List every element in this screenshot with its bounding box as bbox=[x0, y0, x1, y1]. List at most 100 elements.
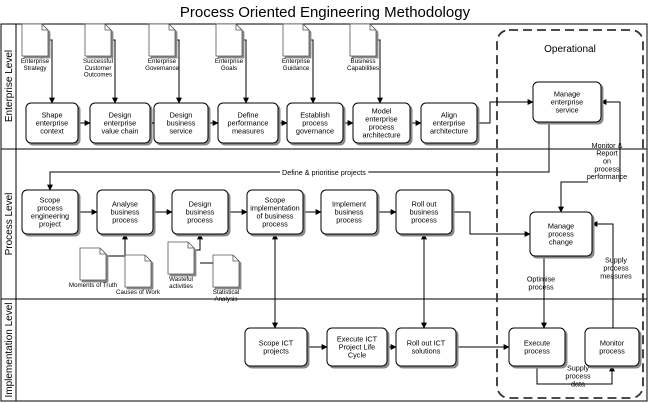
connector-arrow bbox=[558, 181, 588, 213]
document-label: Moments of Truth bbox=[69, 282, 118, 289]
connector-arrow bbox=[242, 39, 249, 104]
connector-arrow bbox=[309, 39, 316, 104]
operational-region: Operational bbox=[496, 29, 644, 399]
process-box[interactable] bbox=[246, 189, 304, 235]
process-box[interactable] bbox=[508, 327, 566, 367]
document-causes-of-work: Causes of Work bbox=[116, 254, 161, 296]
process-box[interactable] bbox=[171, 189, 229, 235]
connector-arrow bbox=[175, 39, 182, 104]
process-box[interactable] bbox=[529, 211, 593, 257]
process-box[interactable] bbox=[244, 327, 308, 367]
process-box[interactable] bbox=[532, 81, 602, 123]
connector-arrow bbox=[111, 39, 118, 104]
process-box[interactable] bbox=[21, 189, 79, 235]
process-box[interactable] bbox=[352, 102, 411, 144]
process-box[interactable] bbox=[286, 102, 344, 144]
connector-arrow bbox=[536, 365, 615, 385]
document-moments-of-truth: Moments of Truth bbox=[69, 247, 118, 289]
document-icon bbox=[148, 23, 176, 57]
lane-label-process: Process Level bbox=[4, 193, 15, 256]
process-box[interactable] bbox=[395, 327, 457, 367]
process-box[interactable] bbox=[25, 102, 79, 144]
process-box[interactable] bbox=[420, 102, 478, 144]
process-box[interactable] bbox=[326, 327, 388, 367]
connector-arrow bbox=[194, 233, 203, 251]
document-icon bbox=[79, 247, 107, 281]
process-box[interactable] bbox=[320, 189, 378, 235]
connector-arrow bbox=[48, 39, 55, 104]
process-box[interactable] bbox=[153, 102, 209, 144]
diagram-title: Process Oriented Engineering Methodology bbox=[180, 4, 471, 21]
lane-label-enterprise: Enterprise Level bbox=[4, 50, 15, 122]
operational-label: Operational bbox=[544, 44, 596, 55]
connector-arrow bbox=[452, 211, 531, 237]
process-box[interactable] bbox=[89, 102, 151, 144]
connector-arrow bbox=[106, 233, 128, 257]
document-icon bbox=[84, 23, 112, 57]
document-icon bbox=[212, 254, 240, 288]
connector-arrow bbox=[376, 39, 383, 104]
document-icon bbox=[349, 23, 377, 57]
process-box[interactable] bbox=[584, 327, 640, 367]
process-box[interactable] bbox=[217, 102, 279, 144]
process-box[interactable] bbox=[395, 189, 453, 235]
document-icon bbox=[124, 254, 152, 288]
process-box[interactable] bbox=[96, 189, 154, 235]
